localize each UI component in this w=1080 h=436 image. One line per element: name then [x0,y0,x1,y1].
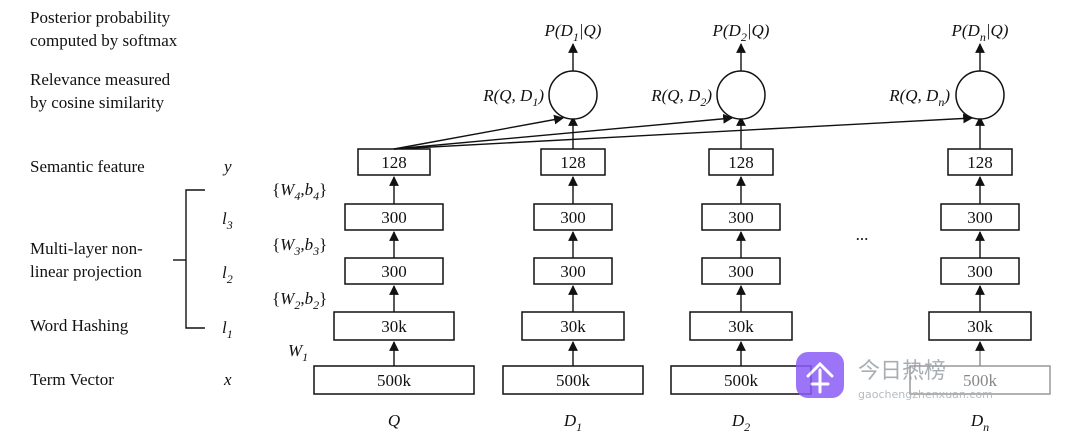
q-input-size: 500k [377,371,412,390]
d2-relevance: R(Q, D2) [650,86,712,109]
dn-l2-size: 300 [967,262,993,281]
column-q: 128 300 300 30k 500k Q [313,148,475,430]
weight-label-w3b3: {W3,b3} [272,235,327,258]
term-vector-label: Term Vector [30,370,114,389]
symbol-x: x [223,370,232,389]
q-l1-box [333,311,455,341]
symbol-l2: l2 [222,263,233,286]
watermark: 今日热榜 gaochengzhenxuan.com [796,352,993,401]
posterior-label-line2: computed by softmax [30,31,178,50]
symbol-l1: l1 [222,318,233,341]
dn-input-box [909,365,1051,395]
dn-cosine-node [955,70,1005,120]
dn-input-size: 500k [963,371,998,390]
watermark-title: 今日热榜 [858,359,946,384]
q-input-box [313,365,475,395]
multilayer-label-line1: Multi-layer non- [30,239,143,258]
d2-l1-size: 30k [728,317,754,336]
multilayer-label-line2: linear projection [30,262,142,281]
d2-posterior: P(D2|Q) [712,21,770,44]
d2-l2-size: 300 [728,262,754,281]
dn-relevance: R(Q, Dn) [888,86,950,109]
d1-l2-box [533,257,613,285]
d2-l2-box [701,257,781,285]
dn-semantic-box [947,148,1013,176]
q-to-d1-connection [393,114,564,150]
q-semantic-size: 128 [381,153,407,172]
ellipsis: ... [856,225,869,244]
d1-posterior: P(D1|Q) [544,21,602,44]
q-l2-size: 300 [381,262,407,281]
column-label-d2: D2 [731,411,750,434]
column-dn: 128 300 300 30k 500k P(Dn|Q) R(Q, Dn) Dn [888,21,1051,434]
column-d2: 128 300 300 30k 500k P(D2|Q) R(Q, D2) D2 [650,21,812,434]
d2-input-box [670,365,812,395]
dn-l1-box [928,311,1032,341]
q-l3-box [344,203,444,231]
dn-posterior: P(Dn|Q) [951,21,1009,44]
posterior-label-line1: Posterior probability [30,8,171,27]
d1-l2-size: 300 [560,262,586,281]
d2-input-size: 500k [724,371,759,390]
d2-l3-size: 300 [728,208,754,227]
relevance-label-line1: Relevance measured [30,70,171,89]
dn-semantic-size: 128 [967,153,993,172]
q-to-d2-connection [393,113,733,150]
d1-cosine-node [548,70,598,120]
weight-label-w4b4: {W4,b4} [272,180,327,203]
weight-label-w2b2: {W2,b2} [272,289,327,312]
dn-l3-size: 300 [967,208,993,227]
q-semantic-box [357,148,431,176]
column-label-q: Q [388,411,400,430]
q-l3-size: 300 [381,208,407,227]
column-label-dn: Dn [970,411,989,434]
d2-cosine-node [716,70,766,120]
layer-bracket [185,189,205,329]
symbol-l3: l3 [222,209,233,232]
d1-relevance: R(Q, D1) [482,86,544,109]
word-hashing-label: Word Hashing [30,316,129,335]
d1-input-box [502,365,644,395]
d1-l3-size: 300 [560,208,586,227]
d1-input-size: 500k [556,371,591,390]
symbol-w1: W1 [288,341,308,364]
d2-semantic-size: 128 [728,153,754,172]
column-label-d1: D1 [563,411,582,434]
d1-l1-box [521,311,625,341]
q-l1-size: 30k [381,317,407,336]
d1-semantic-size: 128 [560,153,586,172]
dn-l1-size: 30k [967,317,993,336]
d2-l3-box [701,203,781,231]
semantic-feature-label: Semantic feature [30,157,145,176]
relevance-label-line2: by cosine similarity [30,93,165,112]
dn-l2-box [940,257,1020,285]
watermark-url: gaochengzhenxuan.com [858,388,993,401]
column-d1: 128 300 300 30k 500k P(D1|Q) R(Q, D1) D1 [482,21,644,434]
q-to-dn-connection [393,113,973,150]
d1-l1-size: 30k [560,317,586,336]
symbol-y: y [222,157,232,176]
